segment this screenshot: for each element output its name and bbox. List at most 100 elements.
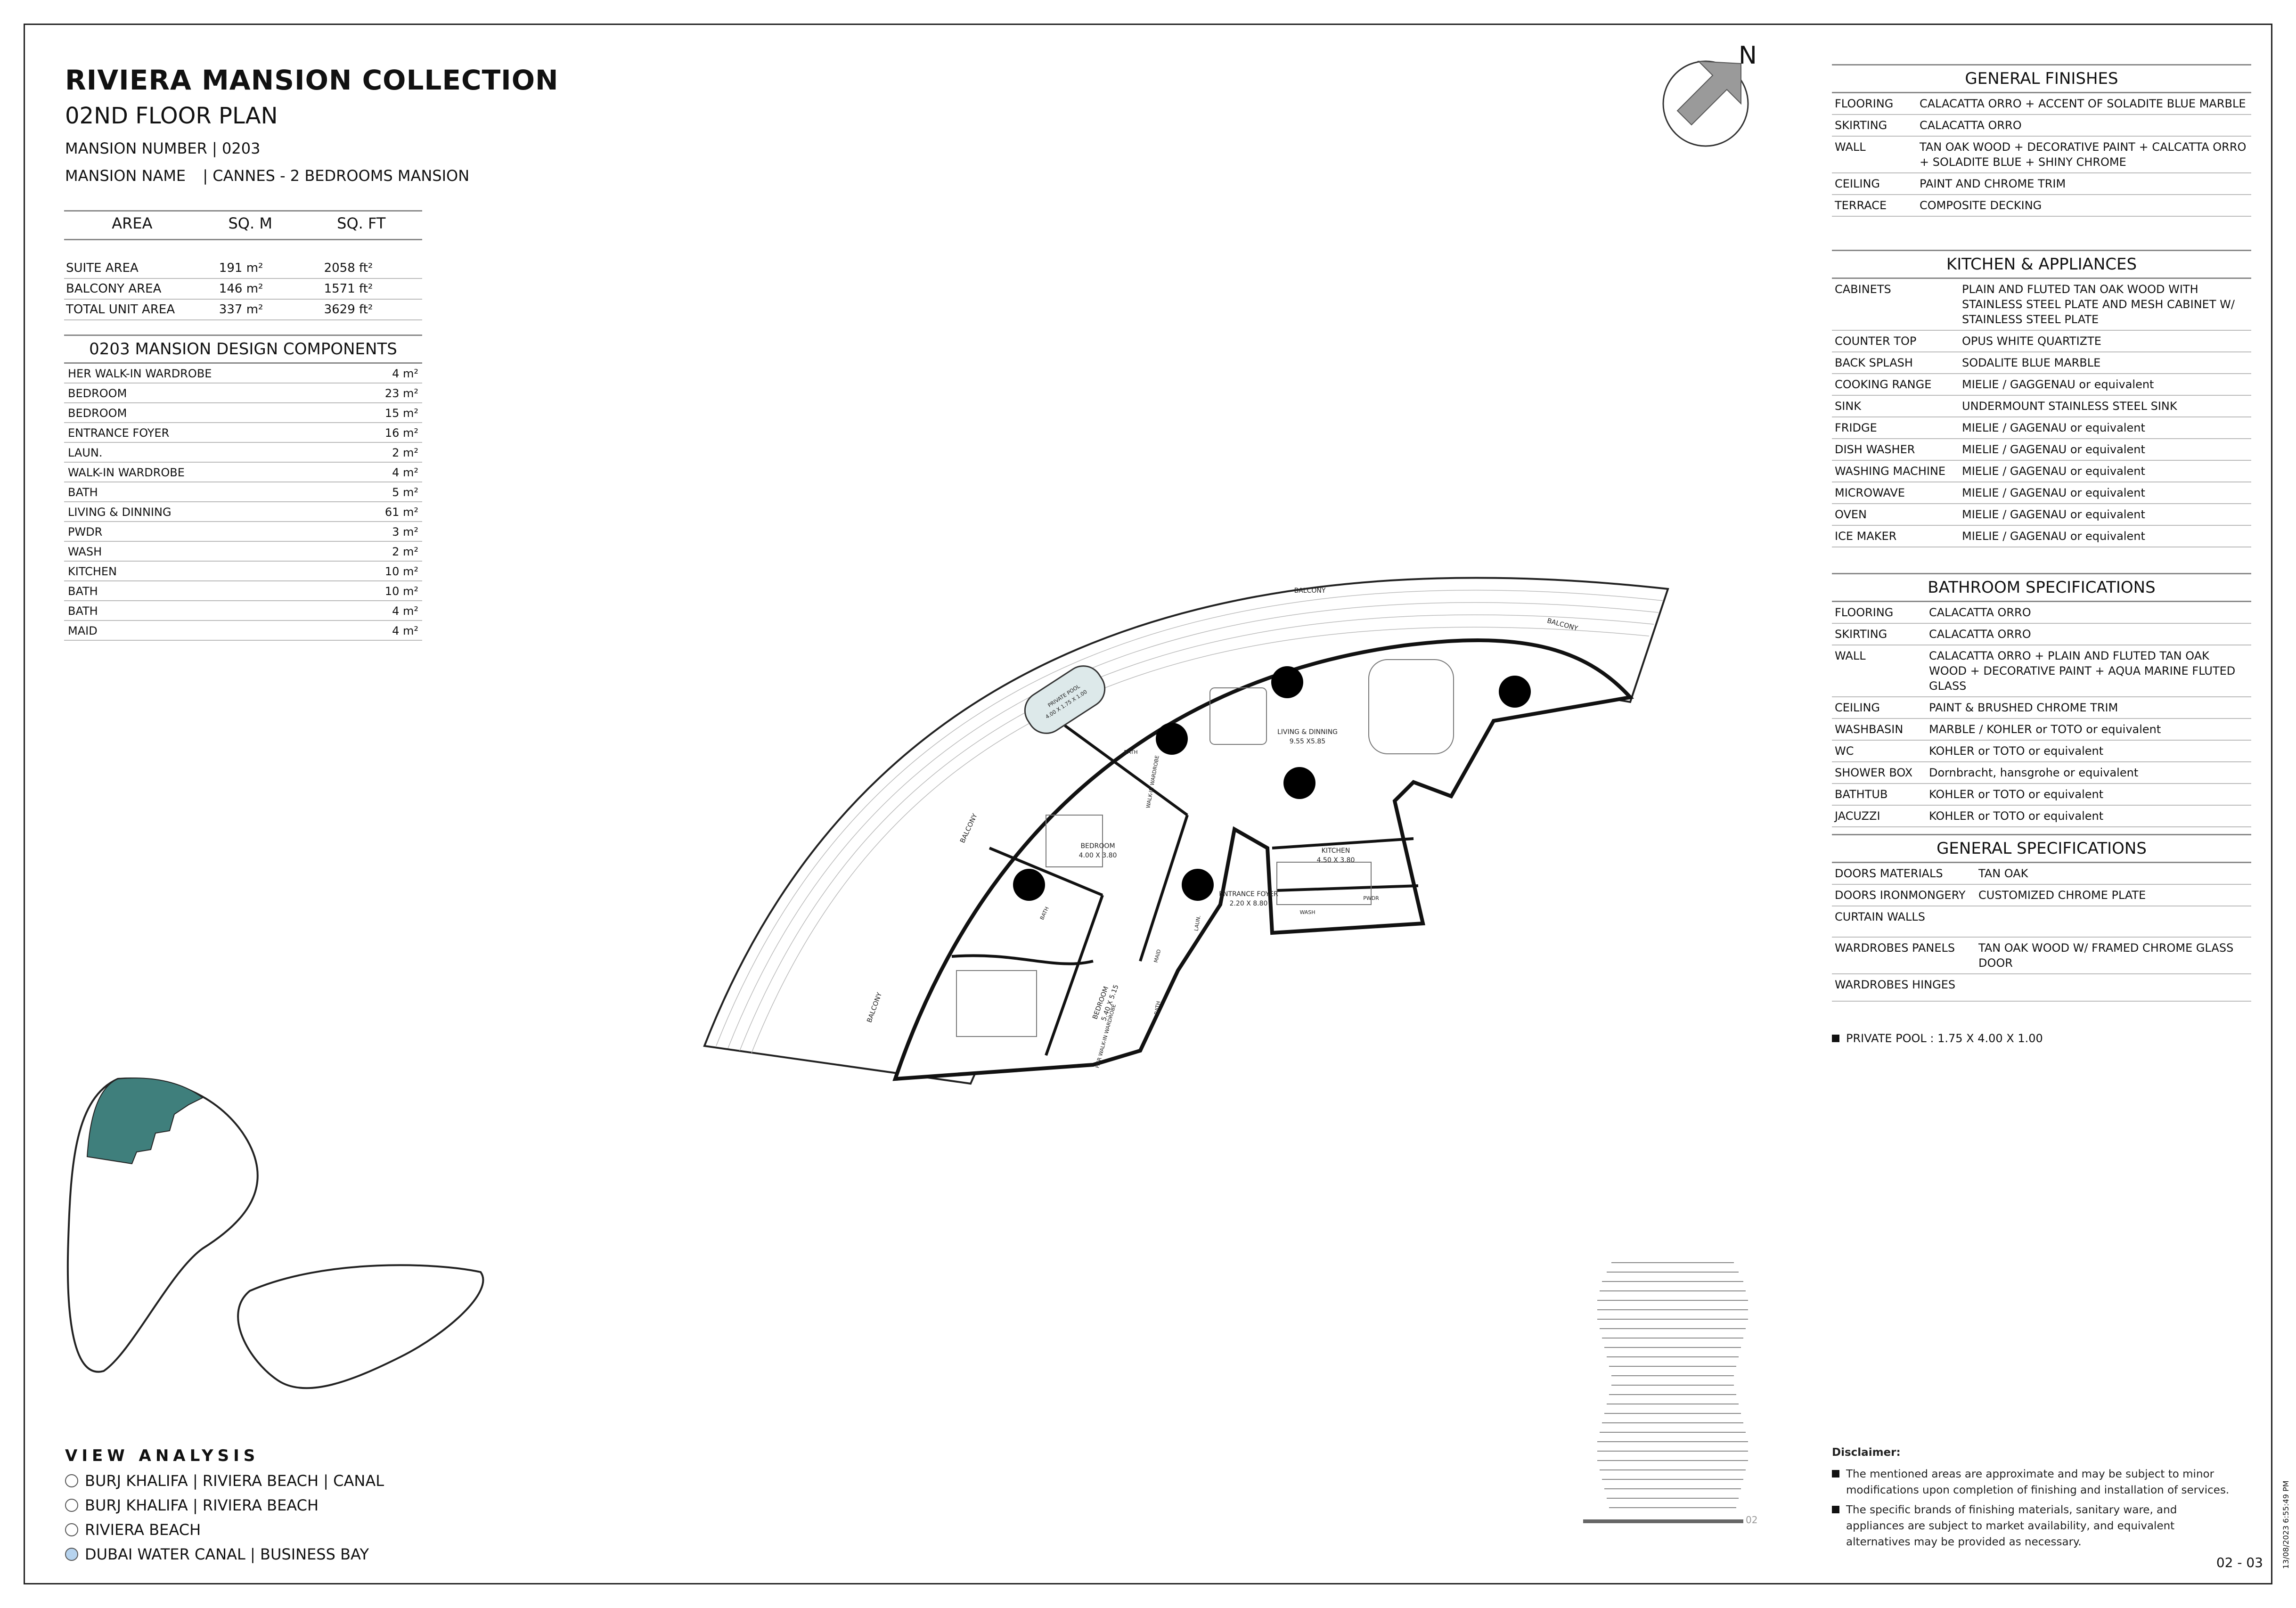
- balcony-label: BALCONY: [1294, 587, 1326, 595]
- spec-value: TAN OAK: [1978, 867, 2028, 880]
- view-option-label: DUBAI WATER CANAL | BUSINESS BAY: [85, 1545, 369, 1563]
- spec-key: MICROWAVE: [1835, 486, 1905, 499]
- spec-key: SINK: [1835, 400, 1862, 413]
- bath-label: BATH: [1153, 1001, 1162, 1015]
- sheet-border: [24, 24, 2272, 1584]
- radio-button-selected[interactable]: [65, 1548, 78, 1561]
- spec-key: SKIRTING: [1835, 628, 1887, 641]
- spec-value: MIELIE / GAGENAU or equivalent: [1962, 486, 2145, 499]
- spec-key: WARDROBES HINGES: [1835, 978, 1956, 991]
- list-item: The mentioned areas are approximate and …: [1832, 1466, 2232, 1498]
- disclaimer: Disclaimer: The mentioned areas are appr…: [1832, 1446, 2232, 1554]
- spec-key: CABINETS: [1835, 283, 1891, 296]
- living-dim: 9.55 X5.85: [1290, 738, 1325, 745]
- spec-value: MIELIE / GAGENAU or equivalent: [1962, 530, 2145, 543]
- spec-key: BACK SPLASH: [1835, 356, 1913, 369]
- tower-elevation: 02: [1583, 1262, 1757, 1526]
- spec-value: PLAIN AND FLUTED TAN OAK WOOD WITH STAIN…: [1962, 283, 2235, 326]
- structural-columns: [1013, 666, 1531, 901]
- general-finishes-title: GENERAL FINISHES: [1832, 64, 2251, 93]
- mansion-name: MANSION NAME | CANNES - 2 BEDROOMS MANSI…: [65, 167, 469, 185]
- spec-key: DOORS MATERIALS: [1835, 867, 1943, 880]
- print-timestamp: 13/08/2023 6:55:49 PM: [2281, 1480, 2290, 1569]
- radio-button[interactable]: [65, 1523, 78, 1536]
- spec-key: DISH WASHER: [1835, 443, 1915, 456]
- view-analysis: VIEW ANALYSIS BURJ KHALIFA | RIVIERA BEA…: [65, 1446, 384, 1570]
- spec-value: MIELIE / GAGGENAU or equivalent: [1962, 378, 2154, 391]
- view-option[interactable]: BURJ KHALIFA | RIVIERA BEACH | CANAL: [65, 1472, 384, 1490]
- pwdr-label: PWDR: [1363, 895, 1379, 901]
- level-label: 02: [1746, 1514, 1757, 1526]
- component-name: LAUN.: [68, 446, 103, 459]
- page-number: 02 - 03: [2216, 1555, 2263, 1570]
- table-row: BALCONY AREA 146 m² 1571 ft²: [64, 278, 422, 300]
- radio-button[interactable]: [65, 1474, 78, 1487]
- spec-value: [1978, 909, 2248, 934]
- spec-key: WALL: [1835, 140, 1866, 154]
- component-name: ENTRANCE FOYER: [68, 426, 170, 440]
- floor-plan: BALCONY BALCONY BALCONY BALCONY LIVING &…: [703, 577, 1669, 1085]
- component-area: 2 m²: [392, 545, 418, 558]
- spec-key: CEILING: [1835, 177, 1880, 190]
- key-plan: [66, 1077, 484, 1389]
- component-area: 23 m²: [384, 387, 418, 400]
- view-option[interactable]: BURJ KHALIFA | RIVIERA BEACH: [65, 1496, 384, 1514]
- foyer-label: ENTRANCE FOYER: [1219, 890, 1278, 898]
- project-title: RIVIERA MANSION COLLECTION: [65, 64, 559, 96]
- spec-key: SKIRTING: [1835, 119, 1887, 132]
- private-pool-note: PRIVATE POOL : 1.75 X 4.00 X 1.00: [1832, 1032, 2043, 1045]
- spec-value: COMPOSITE DECKING: [1920, 199, 2042, 212]
- list-item: BATH 10 m²: [64, 581, 422, 601]
- furniture: [956, 659, 1454, 1037]
- component-name: HER WALK-IN WARDROBE: [68, 367, 212, 380]
- bullet-icon: [1832, 1470, 1839, 1477]
- component-area: 10 m²: [384, 585, 418, 598]
- component-name: BATH: [68, 585, 98, 598]
- list-item: DOORS MATERIALS TAN OAK: [1832, 863, 2251, 885]
- north-arrow-icon: N: [1662, 42, 1757, 147]
- bedroom-label: BEDROOM: [1080, 842, 1115, 850]
- radio-button[interactable]: [65, 1499, 78, 1512]
- spec-value: MIELIE / GAGENAU or equivalent: [1962, 508, 2145, 521]
- component-name: MAID: [68, 624, 98, 637]
- component-area: 61 m²: [384, 506, 418, 519]
- spec-key: BATHTUB: [1835, 788, 1888, 801]
- component-name: BATH: [68, 486, 98, 499]
- component-area: 2 m²: [392, 446, 418, 459]
- mansion-name-value: | CANNES - 2 BEDROOMS MANSION: [203, 167, 470, 185]
- sqft-header: SQ. FT: [300, 210, 422, 240]
- table-row: TOTAL UNIT AREA 337 m² 3629 ft²: [64, 299, 422, 320]
- component-area: 10 m²: [384, 565, 418, 578]
- component-area: 15 m²: [384, 407, 418, 420]
- spec-value: CALACATTA ORRO + PLAIN AND FLUTED TAN OA…: [1929, 649, 2236, 693]
- table-row: SUITE AREA 191 m² 2058 ft²: [64, 258, 422, 279]
- spec-value: KOHLER or TOTO or equivalent: [1929, 788, 2104, 801]
- view-option[interactable]: RIVIERA BEACH: [65, 1521, 384, 1539]
- component-area: 4 m²: [392, 624, 418, 637]
- area-sqm: 337 m²: [200, 299, 301, 320]
- view-option[interactable]: DUBAI WATER CANAL | BUSINESS BAY: [65, 1545, 384, 1563]
- kitchen-title: KITCHEN & APPLIANCES: [1832, 250, 2251, 279]
- spec-key: TERRACE: [1835, 199, 1887, 212]
- private-pool-text: PRIVATE POOL : 1.75 X 4.00 X 1.00: [1846, 1032, 2043, 1045]
- spec-value: [1978, 977, 2248, 998]
- list-item: MICROWAVE MIELIE / GAGENAU or equivalent: [1832, 482, 2251, 504]
